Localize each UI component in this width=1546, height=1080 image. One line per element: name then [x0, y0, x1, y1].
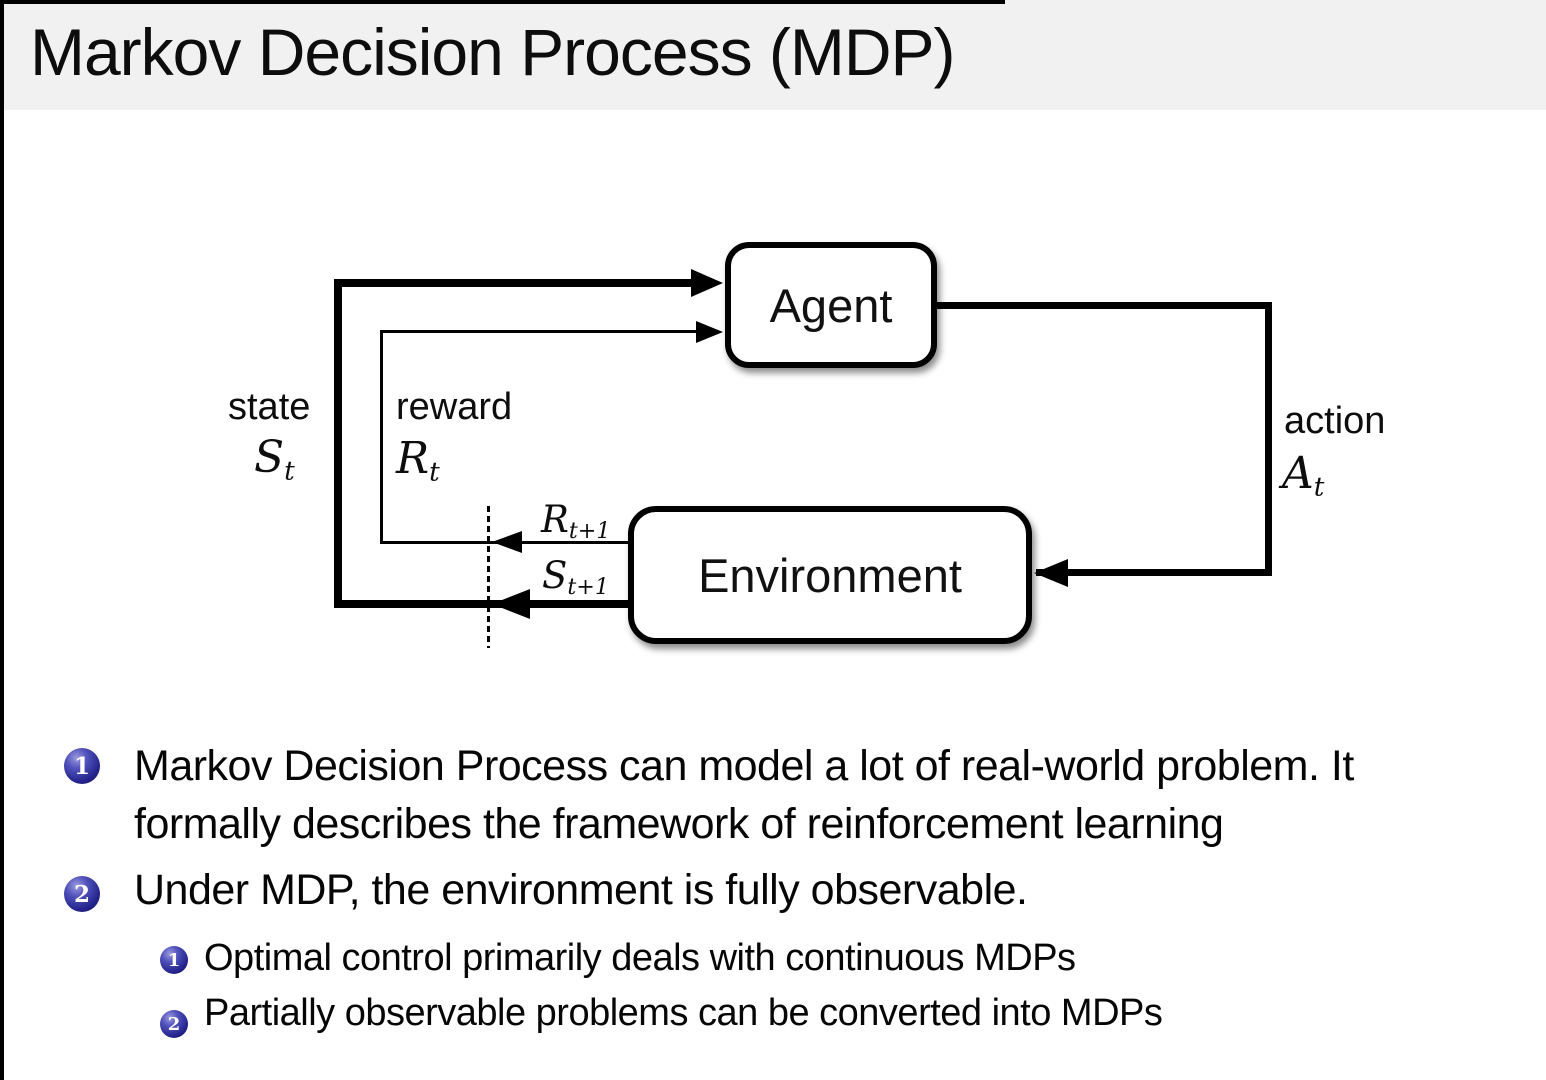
reward-label: reward: [396, 386, 513, 428]
page-title: Markov Decision Process (MDP): [30, 15, 956, 89]
sub-bullet-1-badge: 1: [160, 946, 188, 974]
arrowhead-next-reward: [492, 531, 522, 553]
timestep-boundary-dashed-line: [487, 506, 490, 648]
window-top-edge: [0, 0, 1005, 4]
bullet-2-text: Under MDP, the environment is fully obse…: [134, 866, 1028, 914]
sub-bullet-2-number: 2: [167, 1013, 181, 1035]
arrowhead-action-to-environment: [1034, 559, 1068, 587]
sub-bullet-1-number: 1: [167, 949, 181, 971]
reward-symbol: Rt: [396, 433, 440, 488]
slide-title-bar: Markov Decision Process (MDP): [0, 0, 1546, 110]
action-line-vertical: [1265, 302, 1272, 576]
bullet-1-line-2: formally describes the framework of rein…: [134, 800, 1224, 848]
sub-bullet-1-text: Optimal control primarily deals with con…: [204, 937, 1076, 979]
agent-node: Agent: [725, 242, 937, 368]
bullet-2-number: 2: [73, 880, 90, 908]
state-line-vertical: [334, 279, 342, 608]
state-line-bottom: [334, 600, 630, 608]
next-reward-symbol: Rt+1: [541, 498, 611, 545]
action-label: action: [1284, 400, 1386, 442]
environment-node: Environment: [628, 506, 1032, 644]
sub-bullet-2-badge: 2: [160, 1010, 188, 1038]
reward-line-vertical: [380, 330, 383, 544]
state-symbol: St: [254, 432, 295, 487]
agent-node-label: Agent: [769, 278, 893, 332]
bullet-2-badge: 2: [64, 876, 100, 912]
bullet-1-badge: 1: [64, 748, 100, 784]
sub-bullet-2-text: Partially observable problems can be con…: [204, 992, 1163, 1034]
arrowhead-reward-to-agent: [696, 321, 723, 343]
arrowhead-state-to-agent: [691, 269, 723, 297]
state-label: state: [228, 386, 311, 428]
arrowhead-next-state: [492, 589, 530, 619]
reward-line-top: [380, 330, 698, 333]
bullet-1-number: 1: [73, 752, 90, 780]
action-line-bottom: [1036, 569, 1272, 576]
window-left-edge: [0, 0, 4, 1080]
bullet-1-line-1: Markov Decision Process can model a lot …: [134, 742, 1354, 790]
state-line-top: [334, 279, 694, 287]
environment-node-label: Environment: [698, 548, 962, 602]
action-line-top: [937, 302, 1272, 309]
action-symbol: At: [1282, 448, 1325, 503]
next-state-symbol: St+1: [542, 554, 609, 601]
